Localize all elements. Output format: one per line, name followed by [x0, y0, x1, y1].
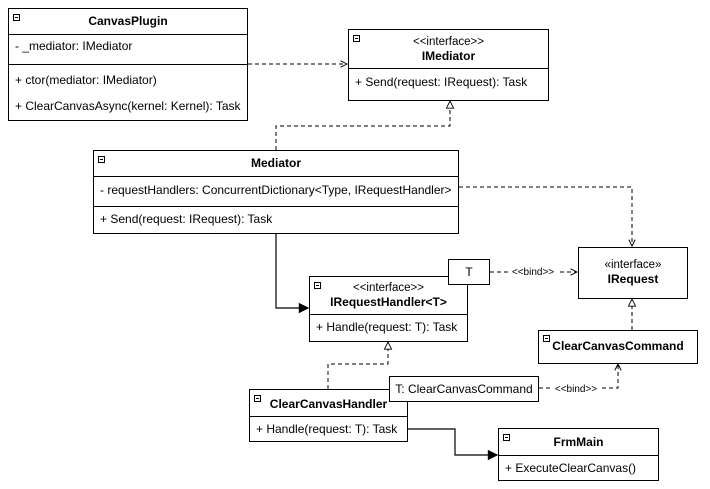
operation: + ctor(mediator: IMediator)	[15, 73, 157, 87]
stereotype: <<interface>>	[413, 36, 484, 48]
collapse-icon[interactable]	[254, 395, 261, 402]
operation: + ExecuteClearCanvas()	[505, 461, 637, 475]
class-canvasplugin[interactable]: CanvasPlugin - _mediator: IMediator + ct…	[8, 8, 248, 121]
bind-label-2: <<bind>>	[555, 384, 597, 395]
class-frmmain[interactable]: FrmMain + ExecuteClearCanvas()	[498, 428, 659, 481]
interface-name: IRequest	[607, 272, 659, 286]
bind-label-1: <<bind>>	[512, 267, 554, 278]
realization-mediator-imediator	[275, 101, 450, 150]
collapse-icon[interactable]	[98, 156, 105, 163]
bind-binding-command	[539, 364, 618, 389]
dependency-mediator-irequest	[459, 186, 632, 246]
class-name: ClearCanvasCommand	[552, 339, 684, 353]
attribute: - _mediator: IMediator	[15, 39, 133, 53]
template-parameter-t[interactable]: T	[448, 259, 490, 285]
collapse-icon[interactable]	[503, 434, 510, 441]
association-handler-frmmain	[408, 428, 497, 455]
class-name: FrmMain	[553, 435, 604, 449]
collapse-icon[interactable]	[13, 14, 20, 21]
class-name: ClearCanvasHandler	[269, 397, 388, 411]
stereotype: «interface»	[604, 259, 662, 271]
interface-name: IRequestHandler<T>	[330, 295, 447, 309]
interface-irequest[interactable]: «interface» IRequest	[578, 247, 688, 299]
operation: + Handle(request: T): Task	[256, 422, 398, 436]
stereotype: <<interface>>	[353, 282, 424, 294]
realization-handler-irequesthandler	[327, 342, 388, 389]
collapse-icon[interactable]	[314, 282, 321, 289]
class-name: Mediator	[250, 156, 301, 170]
template-binding[interactable]: T: ClearCanvasCommand	[389, 376, 539, 402]
association-mediator-irequesthandler	[275, 233, 308, 308]
operation: + Send(request: IRequest): Task	[100, 212, 273, 226]
class-mediator[interactable]: Mediator - requestHandlers: ConcurrentDi…	[93, 150, 459, 234]
operation: + Send(request: IRequest): Task	[355, 75, 528, 89]
class-clearcanvascommand[interactable]: ClearCanvasCommand	[538, 330, 698, 364]
class-name: CanvasPlugin	[88, 14, 168, 28]
interface-name: IMediator	[421, 49, 476, 63]
collapse-icon[interactable]	[353, 35, 360, 42]
interface-irequesthandler[interactable]: <<interface>> IRequestHandler<T> + Handl…	[309, 276, 468, 342]
attribute: - requestHandlers: ConcurrentDictionary<…	[100, 183, 452, 197]
class-clearcanvashandler[interactable]: ClearCanvasHandler + Handle(request: T):…	[249, 389, 408, 442]
collapse-icon[interactable]	[543, 335, 550, 342]
template-binding-label: T: ClearCanvasCommand	[395, 382, 533, 396]
operation: + ClearCanvasAsync(kernel: Kernel): Task	[15, 99, 241, 113]
operation: + Handle(request: T): Task	[316, 320, 458, 334]
interface-imediator[interactable]: <<interface>> IMediator + Send(request: …	[348, 29, 549, 101]
template-parameter-label: T	[465, 265, 473, 279]
